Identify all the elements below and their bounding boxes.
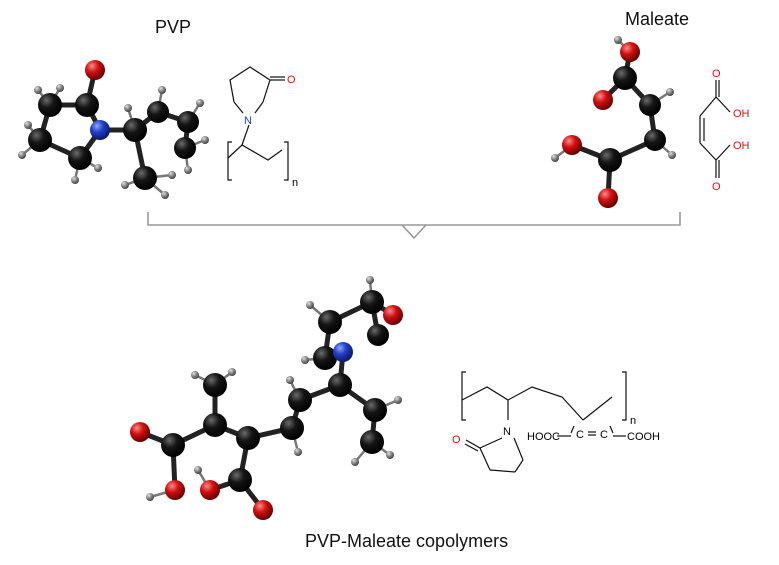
pvp-structural-formula: N O n [227,66,298,189]
pvp-3d-model [18,60,209,199]
maleate-hydroxyl-1-label: OH [733,108,750,120]
pvp-oxygen-label: O [287,74,296,86]
copolymer-structural-formula: C C HOOC COOH N O n [452,371,660,473]
maleate-structural-formula: O OH OH O [699,68,750,193]
label-maleate: Maleate [625,9,689,29]
copolymer-oxygen-label: O [452,434,461,446]
copolymer-hooc-label: HOOC [527,431,560,443]
maleate-hydroxyl-2-label: OH [733,140,750,152]
maleate-oxygen-1-label: O [712,68,721,80]
pvp-repeat-n: n [292,177,298,189]
maleate-oxygen-2-label: O [712,181,721,193]
copolymer-nitrogen-label: N [503,426,511,438]
merge-arrow [147,212,681,240]
copolymer-repeat-n: n [630,415,636,427]
copolymer-carbon-2-label: C [600,429,608,441]
copolymer-carbon-1-label: C [576,429,584,441]
pvp-nitrogen-label: N [244,115,252,127]
label-pvp: PVP [155,17,191,37]
maleate-3d-model [551,36,676,208]
copolymer-3d-model [130,276,403,520]
copolymer-cooh-label: COOH [627,431,660,443]
label-copolymer: PVP-Maleate copolymers [305,531,508,551]
